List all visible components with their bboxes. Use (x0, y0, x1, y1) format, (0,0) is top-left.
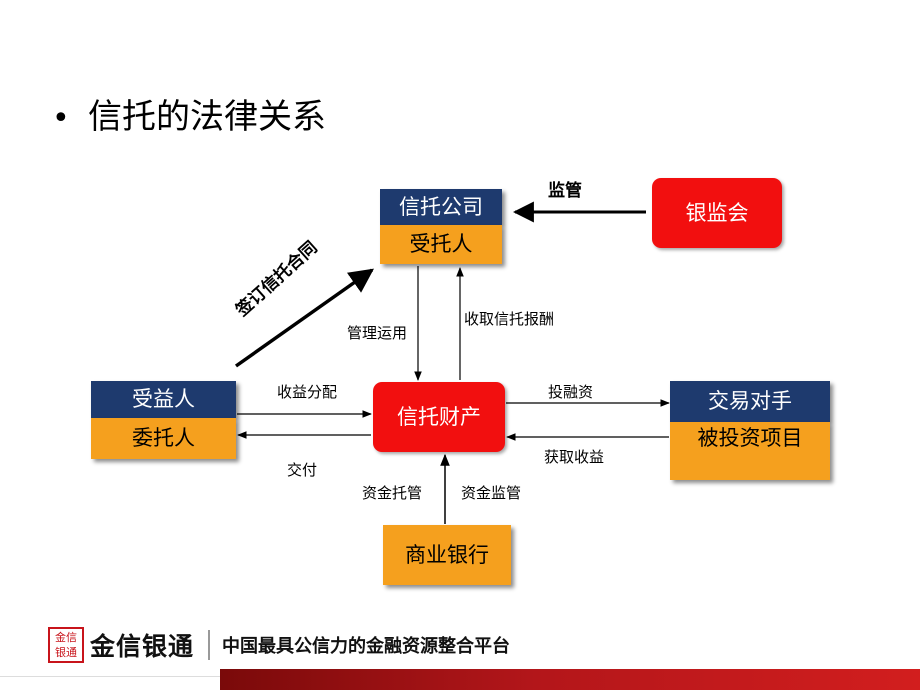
footer-brand: 金信银通 (90, 632, 195, 661)
label-invest: 投融资 (548, 383, 594, 401)
label-gain: 获取收益 (544, 448, 605, 466)
footer-line (0, 676, 220, 677)
node-beneficiary: 受益人 (91, 381, 236, 418)
label-manage: 管理运用 (347, 324, 408, 342)
arrow-sign-contract (234, 268, 375, 368)
node-settlor: 委托人 (91, 418, 236, 459)
footer-logo: 金信银通 金信银通 中国最具公信力的金融资源整合平台 (48, 627, 510, 663)
label-monitor: 资金监管 (461, 484, 522, 502)
node-trustee: 受托人 (380, 225, 502, 264)
label-custody: 资金托管 (362, 484, 423, 502)
footer-slogan: 中国最具公信力的金融资源整合平台 (222, 636, 511, 657)
node-trust-property: 信托财产 (373, 382, 505, 452)
footer-divider (208, 630, 211, 660)
label-supervision: 监管 (548, 181, 582, 201)
label-deliver: 交付 (287, 461, 318, 479)
node-regulator: 银监会 (652, 178, 782, 248)
title-bullet: • (52, 101, 70, 136)
label-distribute: 收益分配 (277, 383, 338, 401)
node-commercial-bank: 商业银行 (383, 525, 511, 585)
title-text: 信托的法律关系 (88, 97, 326, 137)
slide-title: • 信托的法律关系 (52, 92, 326, 144)
label-collect-fee: 收取信托报酬 (464, 310, 555, 328)
node-invested-project: 被投资项目 (670, 422, 830, 480)
node-trust-company: 信托公司 (380, 189, 502, 225)
node-counterparty: 交易对手 (670, 381, 830, 422)
footer-bar (220, 669, 920, 690)
seal-logo-icon: 金信银通 (48, 627, 84, 663)
